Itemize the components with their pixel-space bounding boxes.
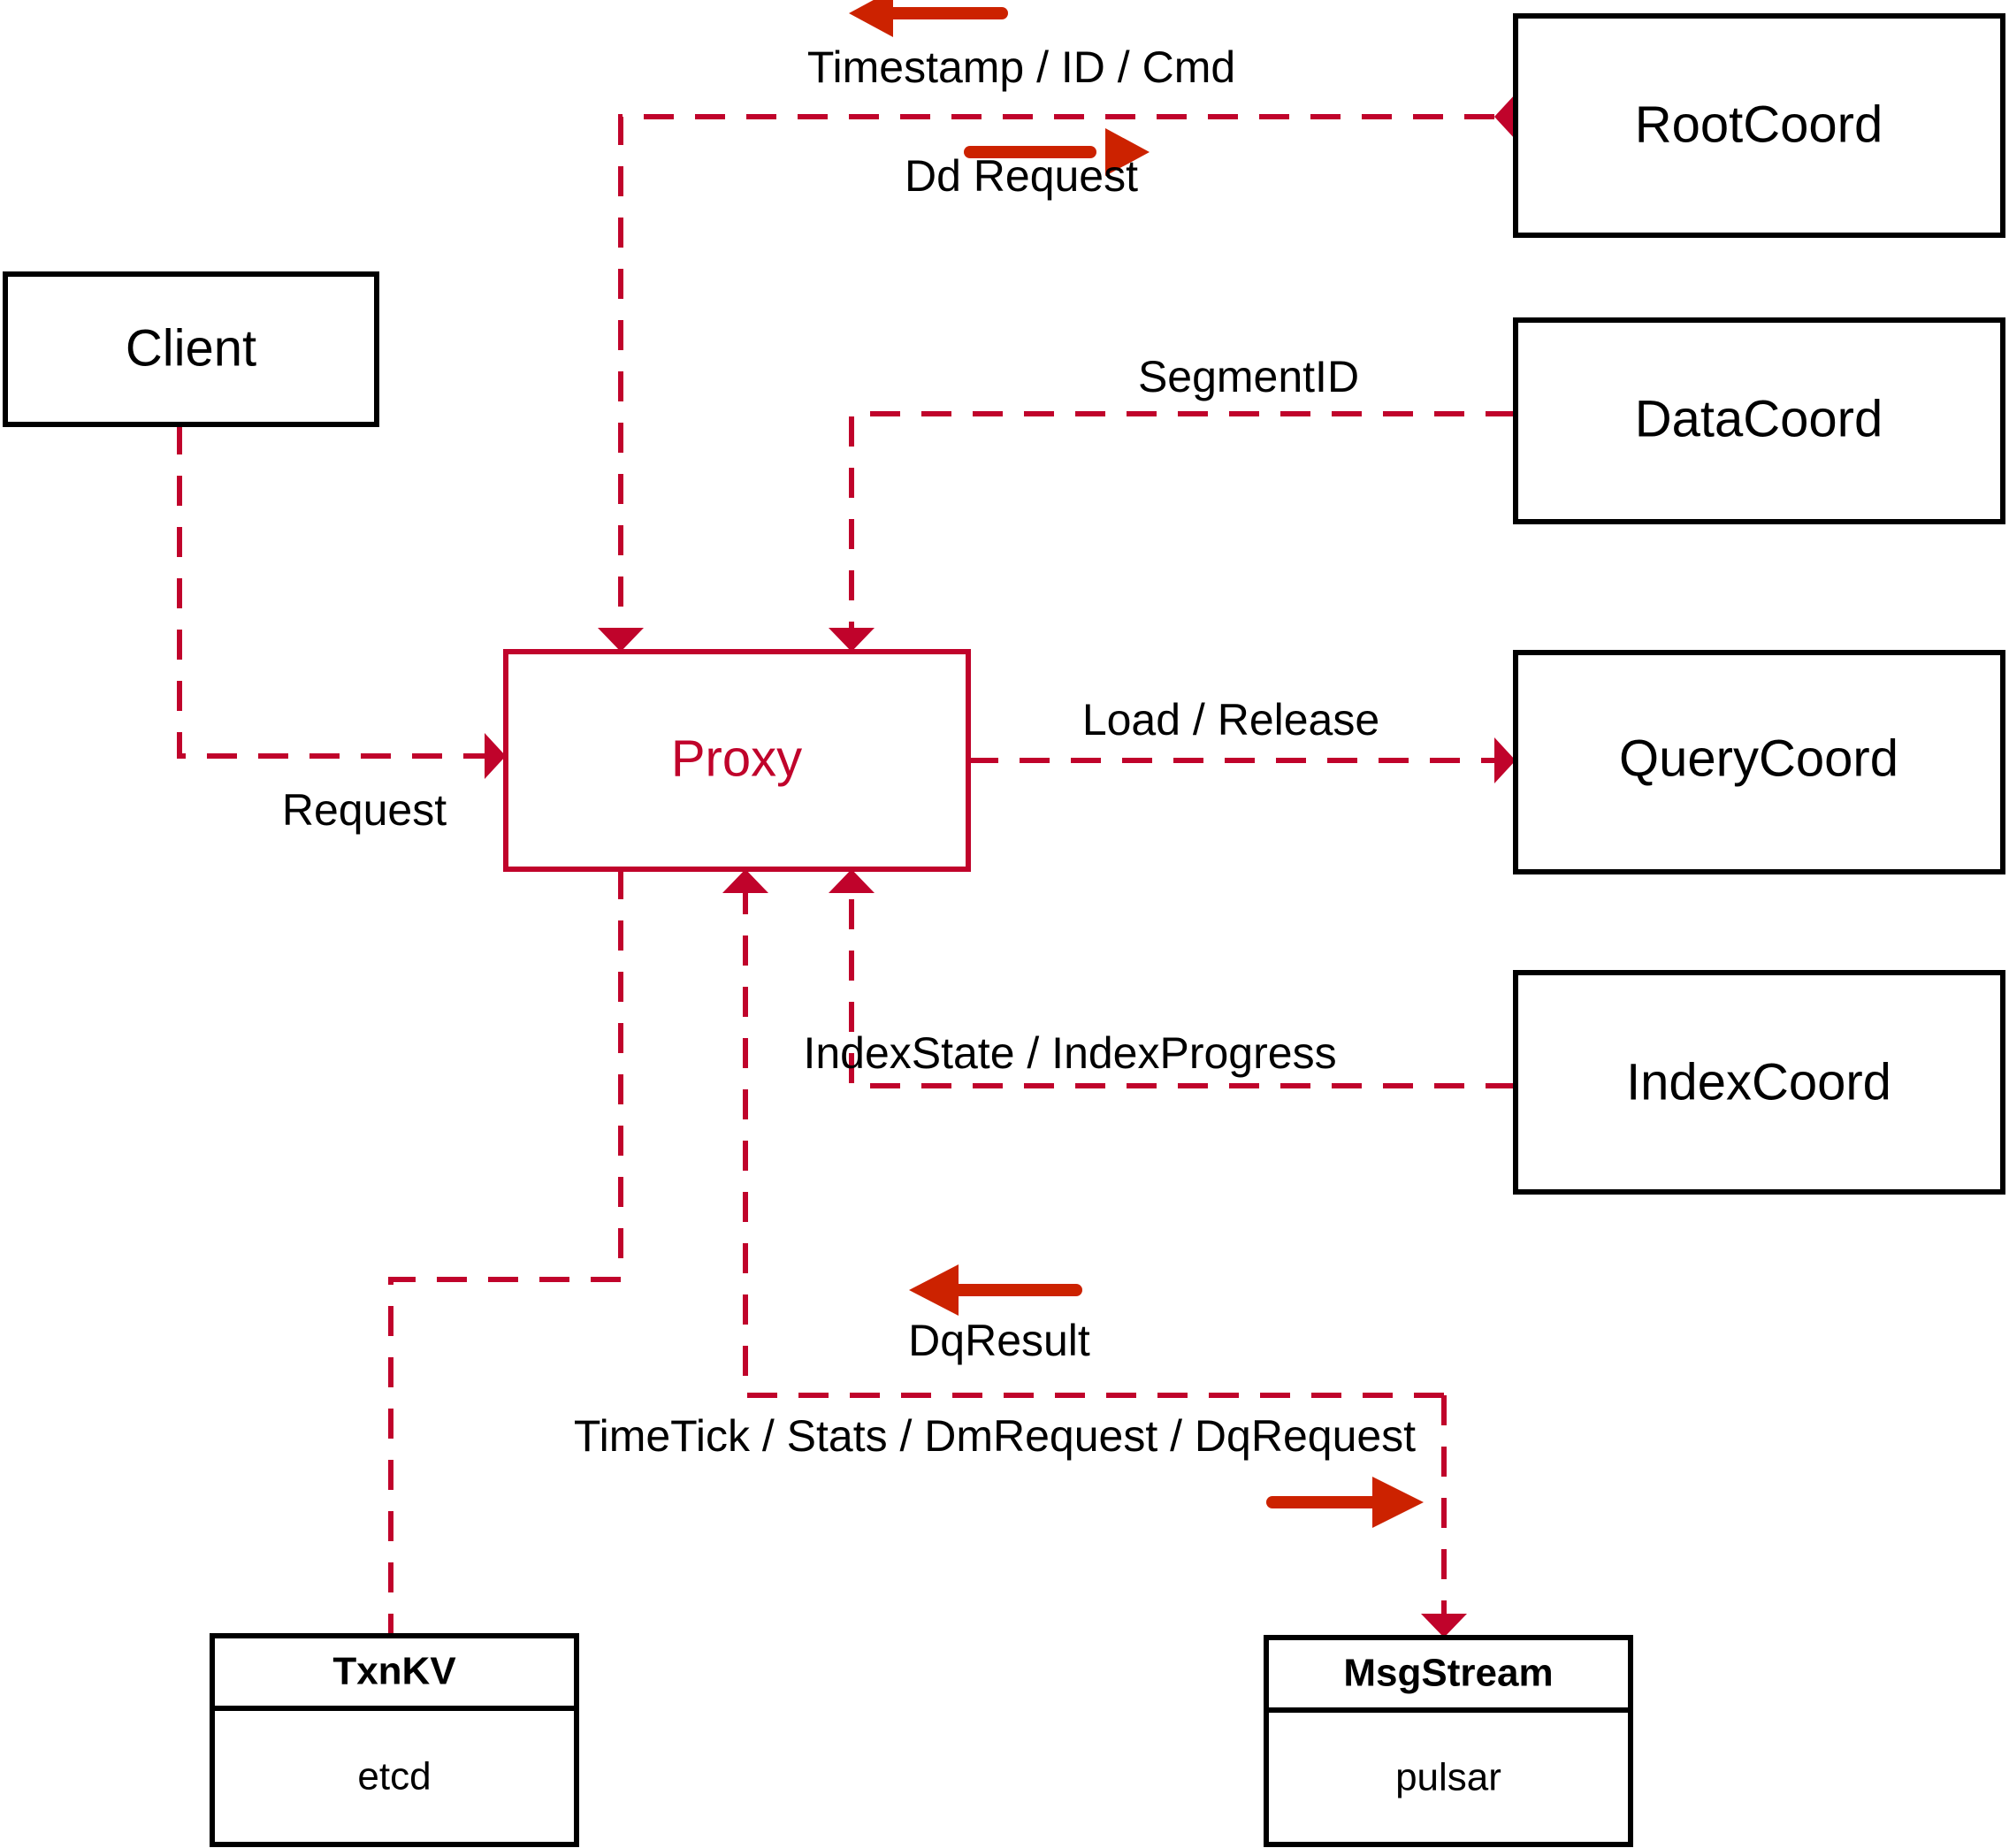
edge-msgstream-to-proxy bbox=[743, 893, 1444, 1398]
node-msgstream[interactable]: MsgStream pulsar bbox=[1264, 1635, 1633, 1847]
edge-label-request: Request bbox=[282, 785, 447, 835]
arrow-head-client-to-proxy bbox=[485, 733, 506, 779]
node-indexcoord-label: IndexCoord bbox=[1626, 1053, 1891, 1111]
node-txnkv-body: etcd bbox=[357, 1755, 431, 1798]
bold-arrow-timestamp-left bbox=[849, 0, 1008, 37]
edge-label-timestamp-id-cmd: Timestamp / ID / Cmd bbox=[807, 42, 1235, 92]
node-datacoord-label: DataCoord bbox=[1635, 390, 1883, 447]
node-msgstream-body: pulsar bbox=[1395, 1756, 1501, 1799]
edge-label-dq-result: DqResult bbox=[908, 1316, 1090, 1365]
edge-proxy-to-txnkv bbox=[388, 869, 623, 1636]
edge-rootcoord-to-proxy bbox=[618, 114, 1494, 628]
node-proxy[interactable]: Proxy bbox=[503, 649, 971, 872]
arrow-head-datacoord-to-proxy bbox=[829, 628, 875, 652]
node-msgstream-title: MsgStream bbox=[1343, 1652, 1553, 1695]
edge-client-to-proxy bbox=[177, 424, 485, 759]
node-proxy-label: Proxy bbox=[671, 729, 802, 787]
arrow-head-indexcoord-to-proxy bbox=[829, 869, 875, 893]
bold-arrow-timetick-right bbox=[1266, 1477, 1424, 1528]
edge-label-dd-request: Dd Request bbox=[905, 151, 1138, 201]
node-rootcoord[interactable]: RootCoord bbox=[1513, 13, 2005, 238]
node-datacoord[interactable]: DataCoord bbox=[1513, 317, 2005, 524]
edge-indexcoord-to-proxy bbox=[849, 893, 1516, 1088]
edge-label-segmentid: SegmentID bbox=[1138, 352, 1359, 401]
node-indexcoord[interactable]: IndexCoord bbox=[1513, 970, 2005, 1195]
arrow-head-into-msgstream bbox=[1421, 1614, 1467, 1638]
edge-datacoord-to-proxy bbox=[849, 411, 1516, 628]
node-client[interactable]: Client bbox=[3, 271, 379, 427]
bold-arrow-dqresult-left bbox=[909, 1264, 1082, 1316]
edge-label-load-release: Load / Release bbox=[1082, 695, 1379, 745]
node-client-label: Client bbox=[126, 319, 256, 377]
bold-arrow-dd-request-right bbox=[964, 128, 1150, 176]
node-rootcoord-label: RootCoord bbox=[1635, 95, 1883, 153]
arrow-head-rootcoord-to-proxy bbox=[598, 628, 644, 652]
edge-label-index-state: IndexState / IndexProgress bbox=[803, 1028, 1336, 1078]
edge-label-timetick-stats: TimeTick / Stats / DmRequest / DqRequest bbox=[574, 1411, 1416, 1461]
node-querycoord-label: QueryCoord bbox=[1619, 729, 1898, 787]
arrow-head-into-rootcoord bbox=[1494, 94, 1516, 140]
arrow-head-into-querycoord bbox=[1494, 737, 1516, 783]
node-txnkv[interactable]: TxnKV etcd bbox=[210, 1633, 579, 1847]
node-querycoord[interactable]: QueryCoord bbox=[1513, 650, 2005, 874]
arrow-head-msgstream-to-proxy bbox=[722, 869, 768, 893]
node-txnkv-title: TxnKV bbox=[332, 1650, 456, 1693]
